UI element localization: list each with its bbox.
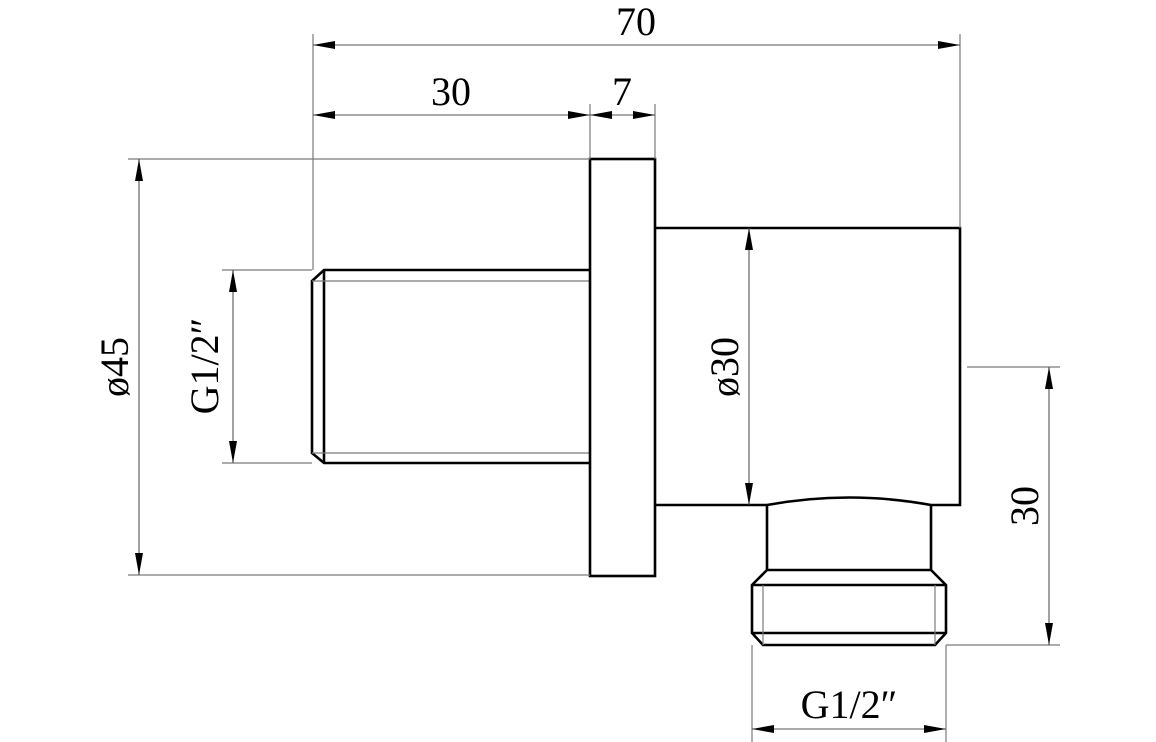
arrow-left-icon bbox=[313, 41, 335, 49]
dimension-flange-diameter: ø45 bbox=[92, 159, 143, 575]
dim-label-outlet-g12: G1/2″ bbox=[801, 682, 898, 727]
dimension-body-diameter: ø30 bbox=[702, 228, 753, 505]
outlet-neck bbox=[765, 505, 933, 572]
arrow-right-icon bbox=[938, 41, 960, 49]
dim-label-70: 70 bbox=[616, 0, 656, 44]
dim-label-7: 7 bbox=[612, 69, 632, 114]
dimension-overall-length: 70 bbox=[313, 0, 960, 49]
dimension-outlet-thread: G1/2″ bbox=[752, 682, 946, 733]
wall-flange bbox=[588, 157, 657, 578]
dim-label-30-outlet: 30 bbox=[1002, 486, 1047, 526]
dimension-inlet-thread: G1/2″ bbox=[182, 270, 237, 463]
main-body bbox=[655, 226, 962, 507]
inlet-threaded-stub bbox=[310, 268, 590, 465]
dimension-thread-length: 30 bbox=[313, 69, 590, 119]
dimension-outlet-height: 30 bbox=[1002, 367, 1053, 645]
dim-label-inlet-g12: G1/2″ bbox=[182, 318, 227, 415]
dimension-flange-thickness: 7 bbox=[590, 69, 655, 119]
outlet-threaded-part bbox=[750, 569, 948, 647]
dim-label-30-thread: 30 bbox=[431, 69, 471, 114]
dim-label-dia-45: ø45 bbox=[92, 337, 137, 397]
dim-label-dia-30: ø30 bbox=[702, 337, 747, 397]
extension-lines bbox=[128, 34, 1060, 742]
part-outline bbox=[310, 157, 962, 647]
